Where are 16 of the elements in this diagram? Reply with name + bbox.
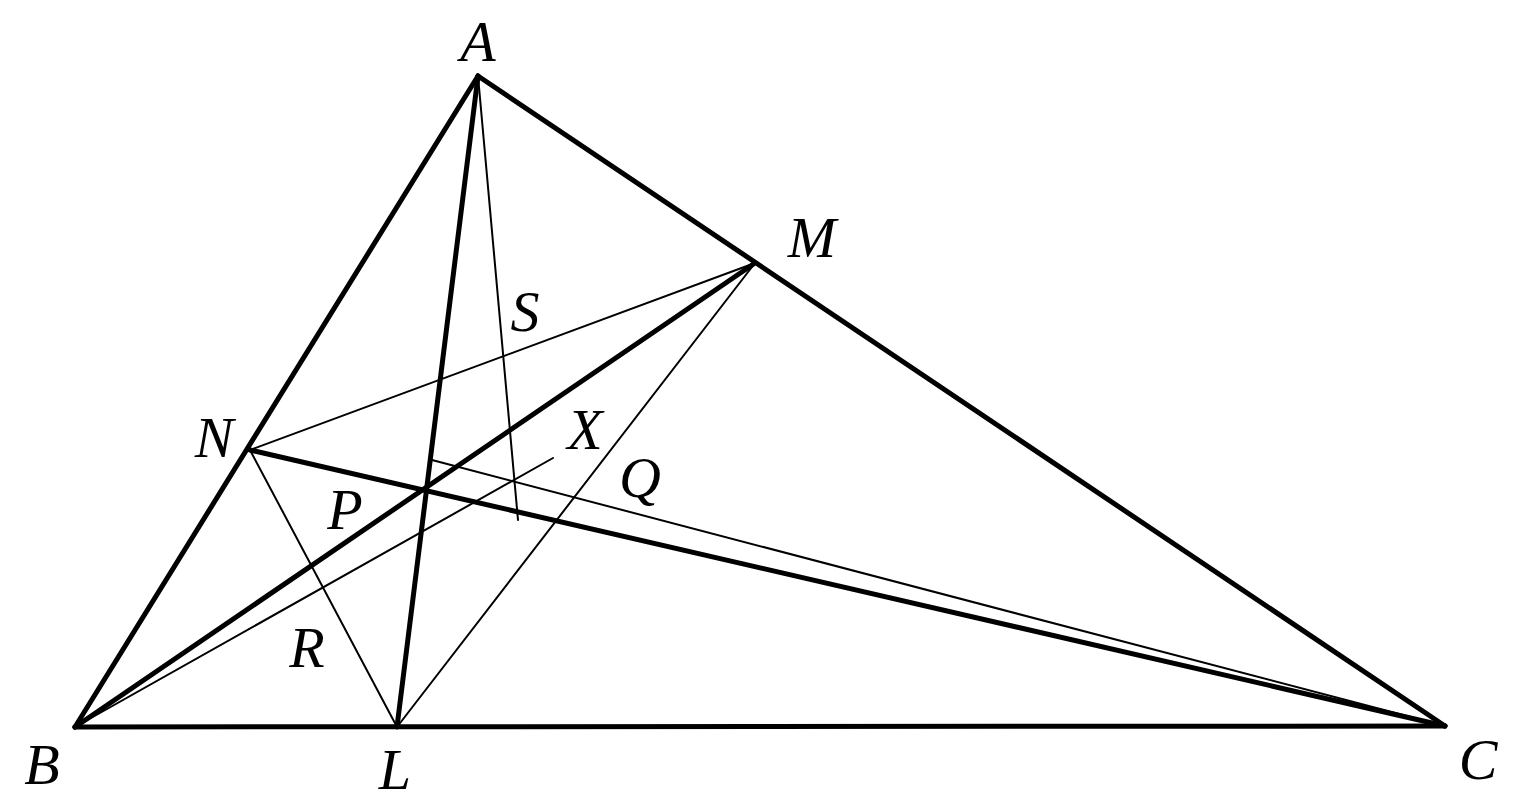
point-label: C <box>1456 731 1500 789</box>
point-label: R <box>288 619 326 677</box>
point-label: B <box>22 736 62 794</box>
point-label: X <box>565 401 605 459</box>
line-segment <box>475 73 1448 729</box>
line-segment <box>72 260 758 730</box>
point-label: A <box>458 13 498 71</box>
line-segment <box>247 447 1448 729</box>
point-label: P <box>326 481 364 539</box>
point-label: S <box>509 283 541 341</box>
line-segment <box>249 449 398 728</box>
point-label: Q <box>618 449 662 507</box>
point-label: N <box>192 409 236 467</box>
point-label: L <box>376 741 414 799</box>
line-segment <box>394 73 481 730</box>
point-label: M <box>785 209 839 267</box>
